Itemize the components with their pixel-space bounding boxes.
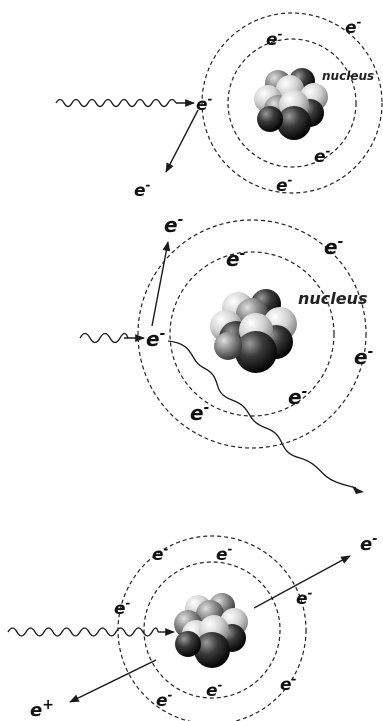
ejected-electron-arrow (165, 109, 199, 173)
nucleus-label: nucleus (298, 289, 368, 308)
electron-label: e- (156, 688, 173, 711)
ejected-electron-label: e- (134, 178, 151, 201)
panel-photoelectric: nucleus e- e- e- e- e- e- (55, 12, 383, 201)
outer-shell (201, 12, 383, 194)
incoming-photon-wave (79, 332, 129, 344)
electron-label: e- (196, 92, 213, 115)
electron-label: e- (280, 672, 297, 695)
electron-label: e- (114, 596, 131, 619)
nucleus (254, 68, 328, 140)
electron-label: e- (146, 326, 166, 351)
produced-electron-arrow (253, 555, 351, 609)
nucleus (174, 593, 248, 668)
incoming-photon-wave (55, 98, 177, 108)
electron-label: e- (152, 542, 169, 565)
incoming-photon-wave (7, 627, 159, 637)
recoil-electron-arrow (151, 241, 171, 327)
electron-label: e- (206, 678, 223, 701)
panel-pair-production: e- e- e- e- e- e- e- e- e+ (7, 532, 378, 721)
electron-label: e- (314, 144, 331, 167)
inner-shell (143, 561, 281, 699)
nucleus (210, 289, 297, 373)
nucleus-label: nucleus (322, 69, 374, 83)
electron-label: e- (324, 234, 344, 259)
scattered-photon-wave (167, 340, 357, 489)
electron-label: e- (296, 586, 313, 609)
electron-label: e- (288, 384, 308, 409)
inner-shell (169, 251, 335, 417)
electron-label: e- (216, 542, 233, 565)
electron-label: e- (266, 27, 283, 50)
inner-shell (227, 38, 357, 168)
electron-label: e- (345, 15, 362, 38)
produced-electron-label: e- (360, 532, 378, 555)
scattered-photon-arrowhead (352, 486, 364, 494)
produced-positron-arrow (69, 659, 157, 703)
panel-compton: nucleus e- e- e- e- e- e- e- (79, 212, 374, 494)
electron-label: e- (190, 400, 210, 425)
electron-label: e- (354, 344, 374, 369)
electron-label: e- (276, 173, 293, 196)
electron-label: e- (226, 246, 246, 271)
outer-shell (137, 219, 367, 449)
recoil-electron-label: e- (164, 212, 184, 237)
positron-label: e+ (30, 697, 54, 721)
